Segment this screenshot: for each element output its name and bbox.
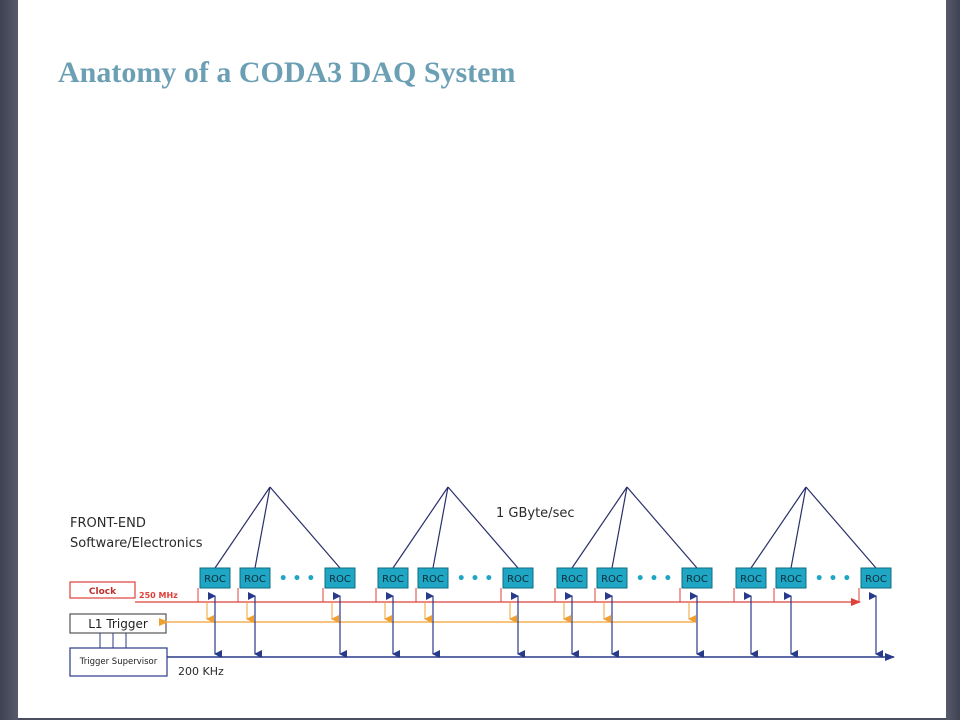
daq-diagram: FRONT-END Software/Electronics 1 GByte/s… xyxy=(69,486,895,678)
roc-label: ROC xyxy=(329,574,351,585)
fan-line xyxy=(269,486,341,569)
roc-box xyxy=(556,567,588,589)
front-end-label-line1: FRONT-END xyxy=(70,516,146,531)
slide-frame-right xyxy=(946,0,960,720)
rate-label: 200 KHz xyxy=(178,665,224,678)
roc-label: ROC xyxy=(686,574,708,585)
clock-freq-label: 250 MHz xyxy=(139,591,178,600)
roc-label: ROC xyxy=(780,574,802,585)
roc-label: ROC xyxy=(601,574,623,585)
roc-label: ROC xyxy=(865,574,887,585)
ellipsis-dots: • • • xyxy=(457,571,494,587)
trigger-supervisor-label: Trigger Supervisor xyxy=(79,657,158,667)
ellipsis-dots: • • • xyxy=(279,571,316,587)
fan-line xyxy=(790,486,807,569)
trigger-supervisor-box xyxy=(69,647,168,677)
fan-line xyxy=(392,486,449,569)
roc-label: ROC xyxy=(244,574,266,585)
front-end-label-line2: Software/Electronics xyxy=(70,536,203,551)
fan-line xyxy=(750,486,807,569)
roc-box xyxy=(596,567,628,589)
ellipsis-dots: • • • xyxy=(815,571,852,587)
roc-box xyxy=(502,567,534,589)
roc-box xyxy=(324,567,356,589)
roc-box xyxy=(417,567,449,589)
l1-trigger-label: L1 Trigger xyxy=(88,617,148,631)
slide: Anatomy of a CODA3 DAQ System FRONT-END … xyxy=(18,0,946,718)
slide-frame-left xyxy=(0,0,18,720)
fan-line xyxy=(214,486,271,569)
roc-layer: ROC ROC ROC • • • ROC ROC ROC • • • ROC ROC ROC • •… xyxy=(197,486,892,658)
roc-box xyxy=(735,567,767,589)
ellipsis-dots: • • • xyxy=(636,571,673,587)
fan-line xyxy=(611,486,628,569)
fan-line xyxy=(805,486,877,569)
roc-box xyxy=(377,567,409,589)
fan-line xyxy=(432,486,449,569)
fan-line xyxy=(571,486,628,569)
bandwidth-label: 1 GByte/sec xyxy=(496,506,574,521)
slide-title: Anatomy of a CODA3 DAQ System xyxy=(58,56,516,89)
roc-label: ROC xyxy=(204,574,226,585)
fan-line xyxy=(447,486,519,569)
roc-label: ROC xyxy=(507,574,529,585)
roc-box xyxy=(775,567,807,589)
fan-line xyxy=(626,486,698,569)
fan-line xyxy=(254,486,271,569)
roc-box xyxy=(860,567,892,589)
clock-box xyxy=(69,581,136,599)
roc-label: ROC xyxy=(740,574,762,585)
roc-label: ROC xyxy=(422,574,444,585)
roc-box xyxy=(681,567,713,589)
clock-label: Clock xyxy=(89,587,117,597)
roc-label: ROC xyxy=(561,574,583,585)
roc-box xyxy=(239,567,271,589)
roc-box xyxy=(199,567,231,589)
roc-label: ROC xyxy=(382,574,404,585)
